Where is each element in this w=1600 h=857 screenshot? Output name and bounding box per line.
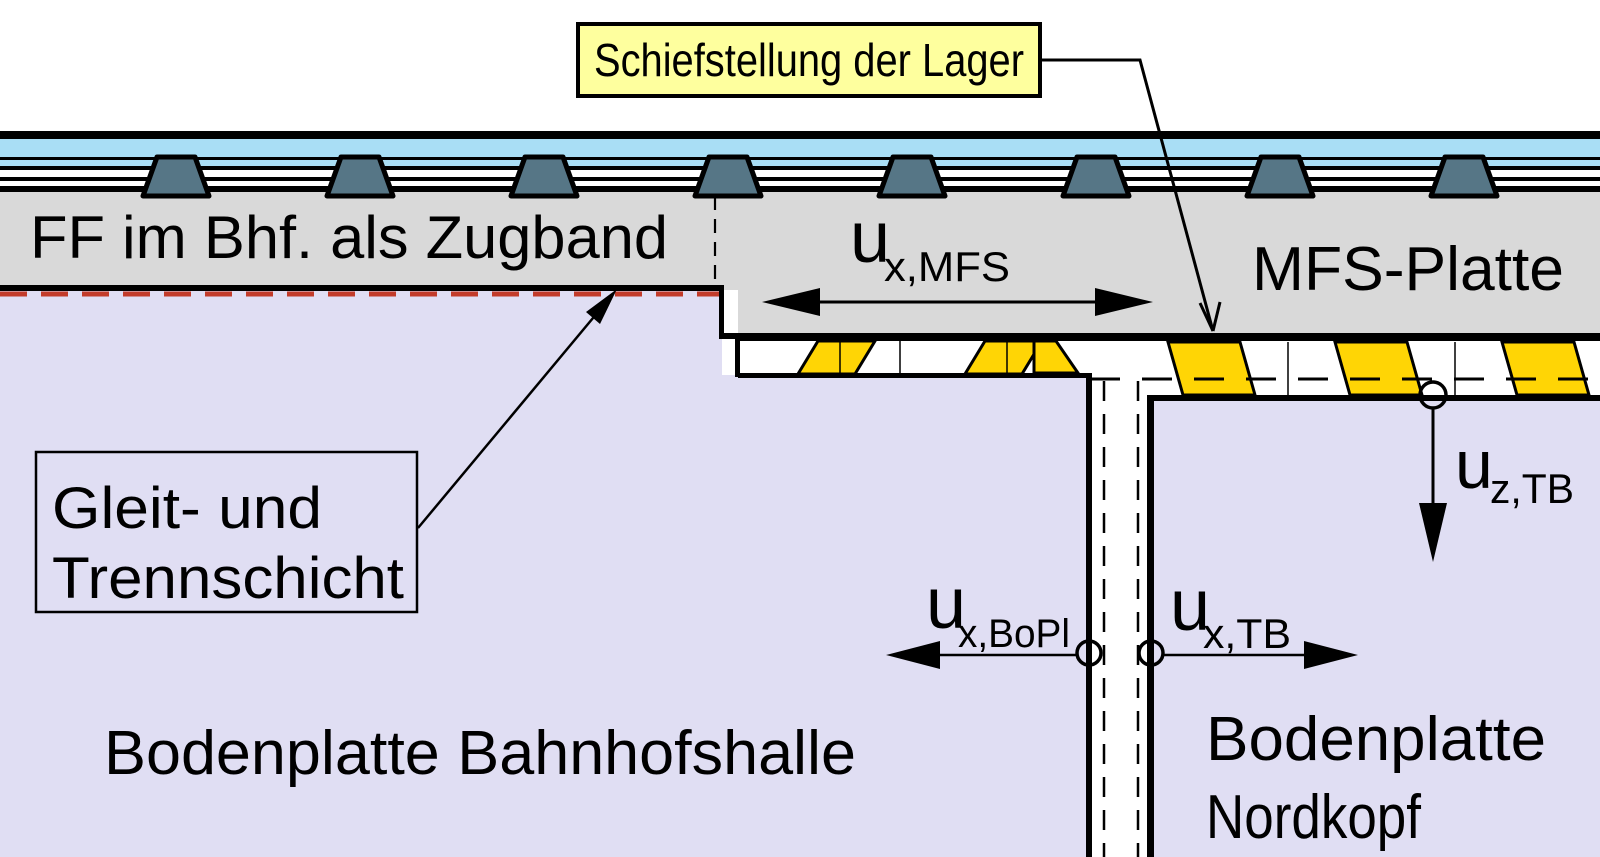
nordkopf-left-border [1147, 395, 1154, 857]
ff-zugband-label: FF im Bhf. als Zugband [30, 204, 668, 271]
rail-bearing-icon [876, 154, 948, 199]
ux-tb-arrowhead [1304, 641, 1358, 669]
hatch-left-yellow-group [795, 339, 1045, 376]
bearing-hatch-yellow-right [1166, 340, 1257, 397]
rail-bearing-trapezoids [140, 154, 1500, 199]
track-line-top [0, 131, 1600, 139]
ux-mfs-symbol: u [850, 198, 890, 278]
rail-bearing-icon [140, 154, 212, 199]
rail-bearing-icon [324, 154, 396, 199]
track-blue-layer-2 [0, 160, 1600, 166]
track-blue-layer-1 [0, 139, 1600, 157]
title-leader-arrow-wing-1 [1198, 302, 1215, 332]
bodenplatte-bahnhofshalle-label: Bodenplatte Bahnhofshalle [104, 719, 856, 788]
title-label-text: Schiefstellung der Lager [594, 34, 1024, 86]
ux-tb-subscript: x,TB [1203, 610, 1291, 657]
bearing-hatch-right [1154, 340, 1600, 397]
gleit-leader-arrowhead [586, 289, 617, 324]
title-leader [1040, 58, 1222, 332]
gleit-label-box [34, 450, 419, 614]
uz-tb-symbol: u [1455, 427, 1493, 503]
uz-tb-reference-circle [1418, 380, 1448, 410]
uz-tb-annotation: u z,TB [1418, 380, 1574, 562]
uz-tb-arrowhead [1419, 503, 1447, 562]
left-slab-bottom-edge [0, 285, 722, 291]
ux-mfs-subscript: x,MFS [884, 243, 1010, 290]
title-label-box [576, 22, 1042, 98]
step-notch-horizontal [719, 333, 740, 339]
rail-bearing-icon [692, 154, 764, 199]
rail-bearing-icon [1428, 154, 1500, 199]
slab-top-edge [0, 186, 1600, 192]
bearing-hatch-yellow-right [1333, 340, 1424, 397]
track-line-mid [0, 157, 1600, 160]
ux-bopl-arrowhead [886, 641, 940, 669]
ux-mfs-arrowhead-left [762, 288, 820, 316]
ux-mfs-annotation: u x,MFS [762, 198, 1153, 316]
bodenplatte-nordkopf-label-line1: Bodenplatte [1206, 705, 1546, 774]
ux-bopl-annotation: u x,BoPl [886, 564, 1103, 669]
ux-mfs-arrowhead-right [1095, 288, 1153, 316]
bodenplatte-bahnhofshalle-region-right [722, 375, 1086, 857]
title-label-group: Schiefstellung der Lager [576, 22, 1042, 98]
bearing-hatch-left [738, 339, 1154, 378]
bodenplatte-bahnhofshalle-region-left [0, 291, 722, 857]
bearing-hatch-yellow-right [1500, 340, 1591, 397]
slab-upper [0, 192, 1600, 290]
uz-tb-subscript: z,TB [1490, 465, 1574, 512]
hatch-right-yellow-group [1166, 340, 1591, 397]
hatch-left-lines-group [839, 341, 1008, 373]
ux-bopl-subscript: x,BoPl [958, 612, 1070, 656]
gleit-leader-line [417, 299, 609, 529]
rail-bearing-icon [1060, 154, 1132, 199]
mfs-platte-label: MFS-Platte [1252, 235, 1564, 304]
ux-tb-symbol: u [1170, 566, 1210, 646]
track-band [0, 131, 1600, 192]
ux-bopl-symbol: u [926, 564, 966, 644]
ux-tb-reference-circle [1137, 639, 1165, 667]
title-leader-line [1040, 58, 1215, 332]
bodenplatte-nordkopf-region [1154, 397, 1600, 857]
rail-bearing-icon [508, 154, 580, 199]
step-notch-vertical-1 [719, 285, 724, 338]
step-notch-vertical-2 [735, 333, 740, 377]
nordkopf-top-border [1147, 395, 1600, 401]
track-line-4 [0, 177, 1600, 181]
track-line-3 [0, 166, 1600, 170]
gleit-callout: Gleit- und Trennschicht [34, 289, 617, 614]
bahnhofshalle-right-border [1086, 377, 1092, 857]
hatch-right-lines-group [1287, 342, 1456, 395]
mfs-slab-bottom-edge [735, 333, 1600, 341]
ux-tb-annotation: u x,TB [1137, 566, 1358, 669]
bodenplatte-nordkopf-label-line2: Nordkopf [1206, 783, 1422, 852]
title-leader-arrow-wing-2 [1211, 301, 1222, 332]
rail-bearing-icon [1244, 154, 1316, 199]
ux-bopl-reference-circle [1075, 639, 1103, 667]
hatch-left-bottom-edge [738, 373, 1092, 378]
gleit-label-line2: Trennschicht [52, 546, 404, 611]
gleit-label-line1: Gleit- und [52, 476, 322, 541]
mfs-slab-lower-part [738, 290, 1600, 341]
